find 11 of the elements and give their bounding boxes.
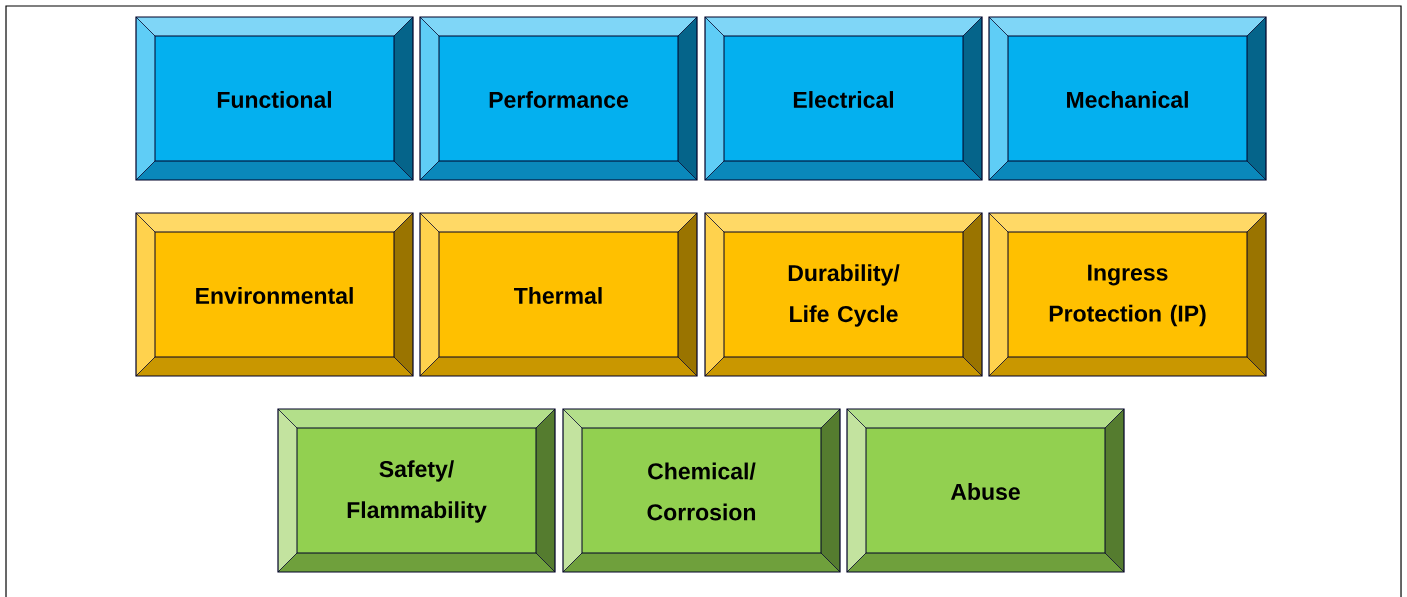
- bevel-box: Thermal: [419, 212, 698, 377]
- bevel-box: Ingress Protection (IP): [988, 212, 1267, 377]
- bevel-box: Mechanical: [988, 16, 1267, 181]
- bevel-box: Performance: [419, 16, 698, 181]
- bevel-box: Safety/ Flammability: [277, 408, 556, 573]
- bevel-box: Chemical/ Corrosion: [562, 408, 841, 573]
- bevel-box: Durability/ Life Cycle: [704, 212, 983, 377]
- bevel-box: Environmental: [135, 212, 414, 377]
- bevel-box: Electrical: [704, 16, 983, 181]
- bevel-box: Functional: [135, 16, 414, 181]
- bevel-box: Abuse: [846, 408, 1125, 573]
